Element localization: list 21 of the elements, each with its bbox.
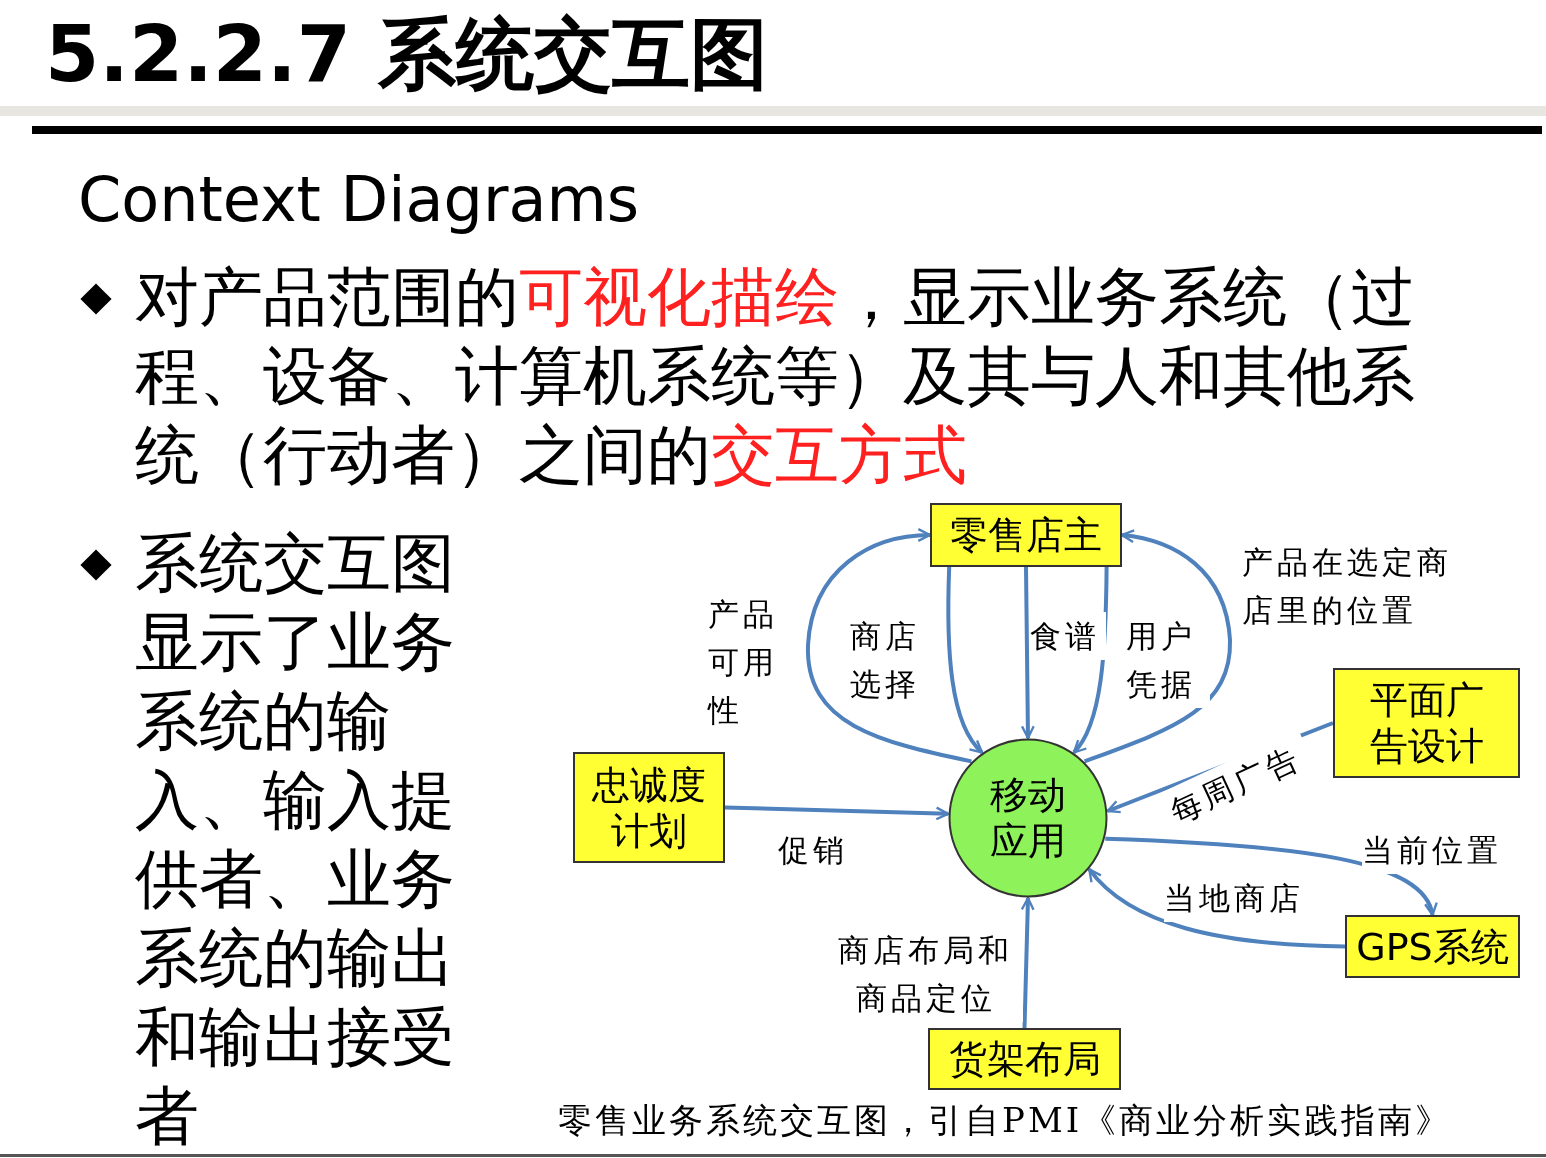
process-circle: 移动应用: [948, 738, 1108, 898]
entity-box: 货架布局: [928, 1028, 1121, 1090]
arrow: [724, 805, 950, 821]
edge-label: 食谱: [1030, 612, 1106, 660]
bullet-text: 系统交互图显示了业务系统的输入、输入提供者、业务系统的输出和输出接受者: [135, 525, 456, 1155]
subtitle: Context Diagrams: [78, 162, 641, 238]
arrow: [1087, 868, 1346, 949]
bullet-text: 对产品范围的可视化描绘，显示业务系统（过程、设备、计算机系统等）及其与人和其他系统（行动者）之间的交互方式: [135, 259, 1416, 494]
figure-caption: 零售业务系统交互图，引自PMI《商业分析实践指南》: [558, 1099, 1453, 1142]
entity-box: 平面广告设计: [1333, 668, 1520, 778]
entity-box: GPS系统: [1345, 915, 1520, 978]
slide-title: 5.2.2.7 系统交互图: [45, 8, 769, 101]
arrow: [1020, 896, 1035, 1029]
arrow: [1072, 567, 1109, 754]
entity-box: 零售店主: [930, 503, 1122, 567]
arrow: [1083, 529, 1232, 764]
arrow: [1020, 566, 1035, 740]
arrow: [946, 566, 984, 754]
entity-box: 忠诚度计划: [573, 752, 725, 863]
arrow: [806, 528, 972, 764]
arrow: [1105, 836, 1436, 917]
